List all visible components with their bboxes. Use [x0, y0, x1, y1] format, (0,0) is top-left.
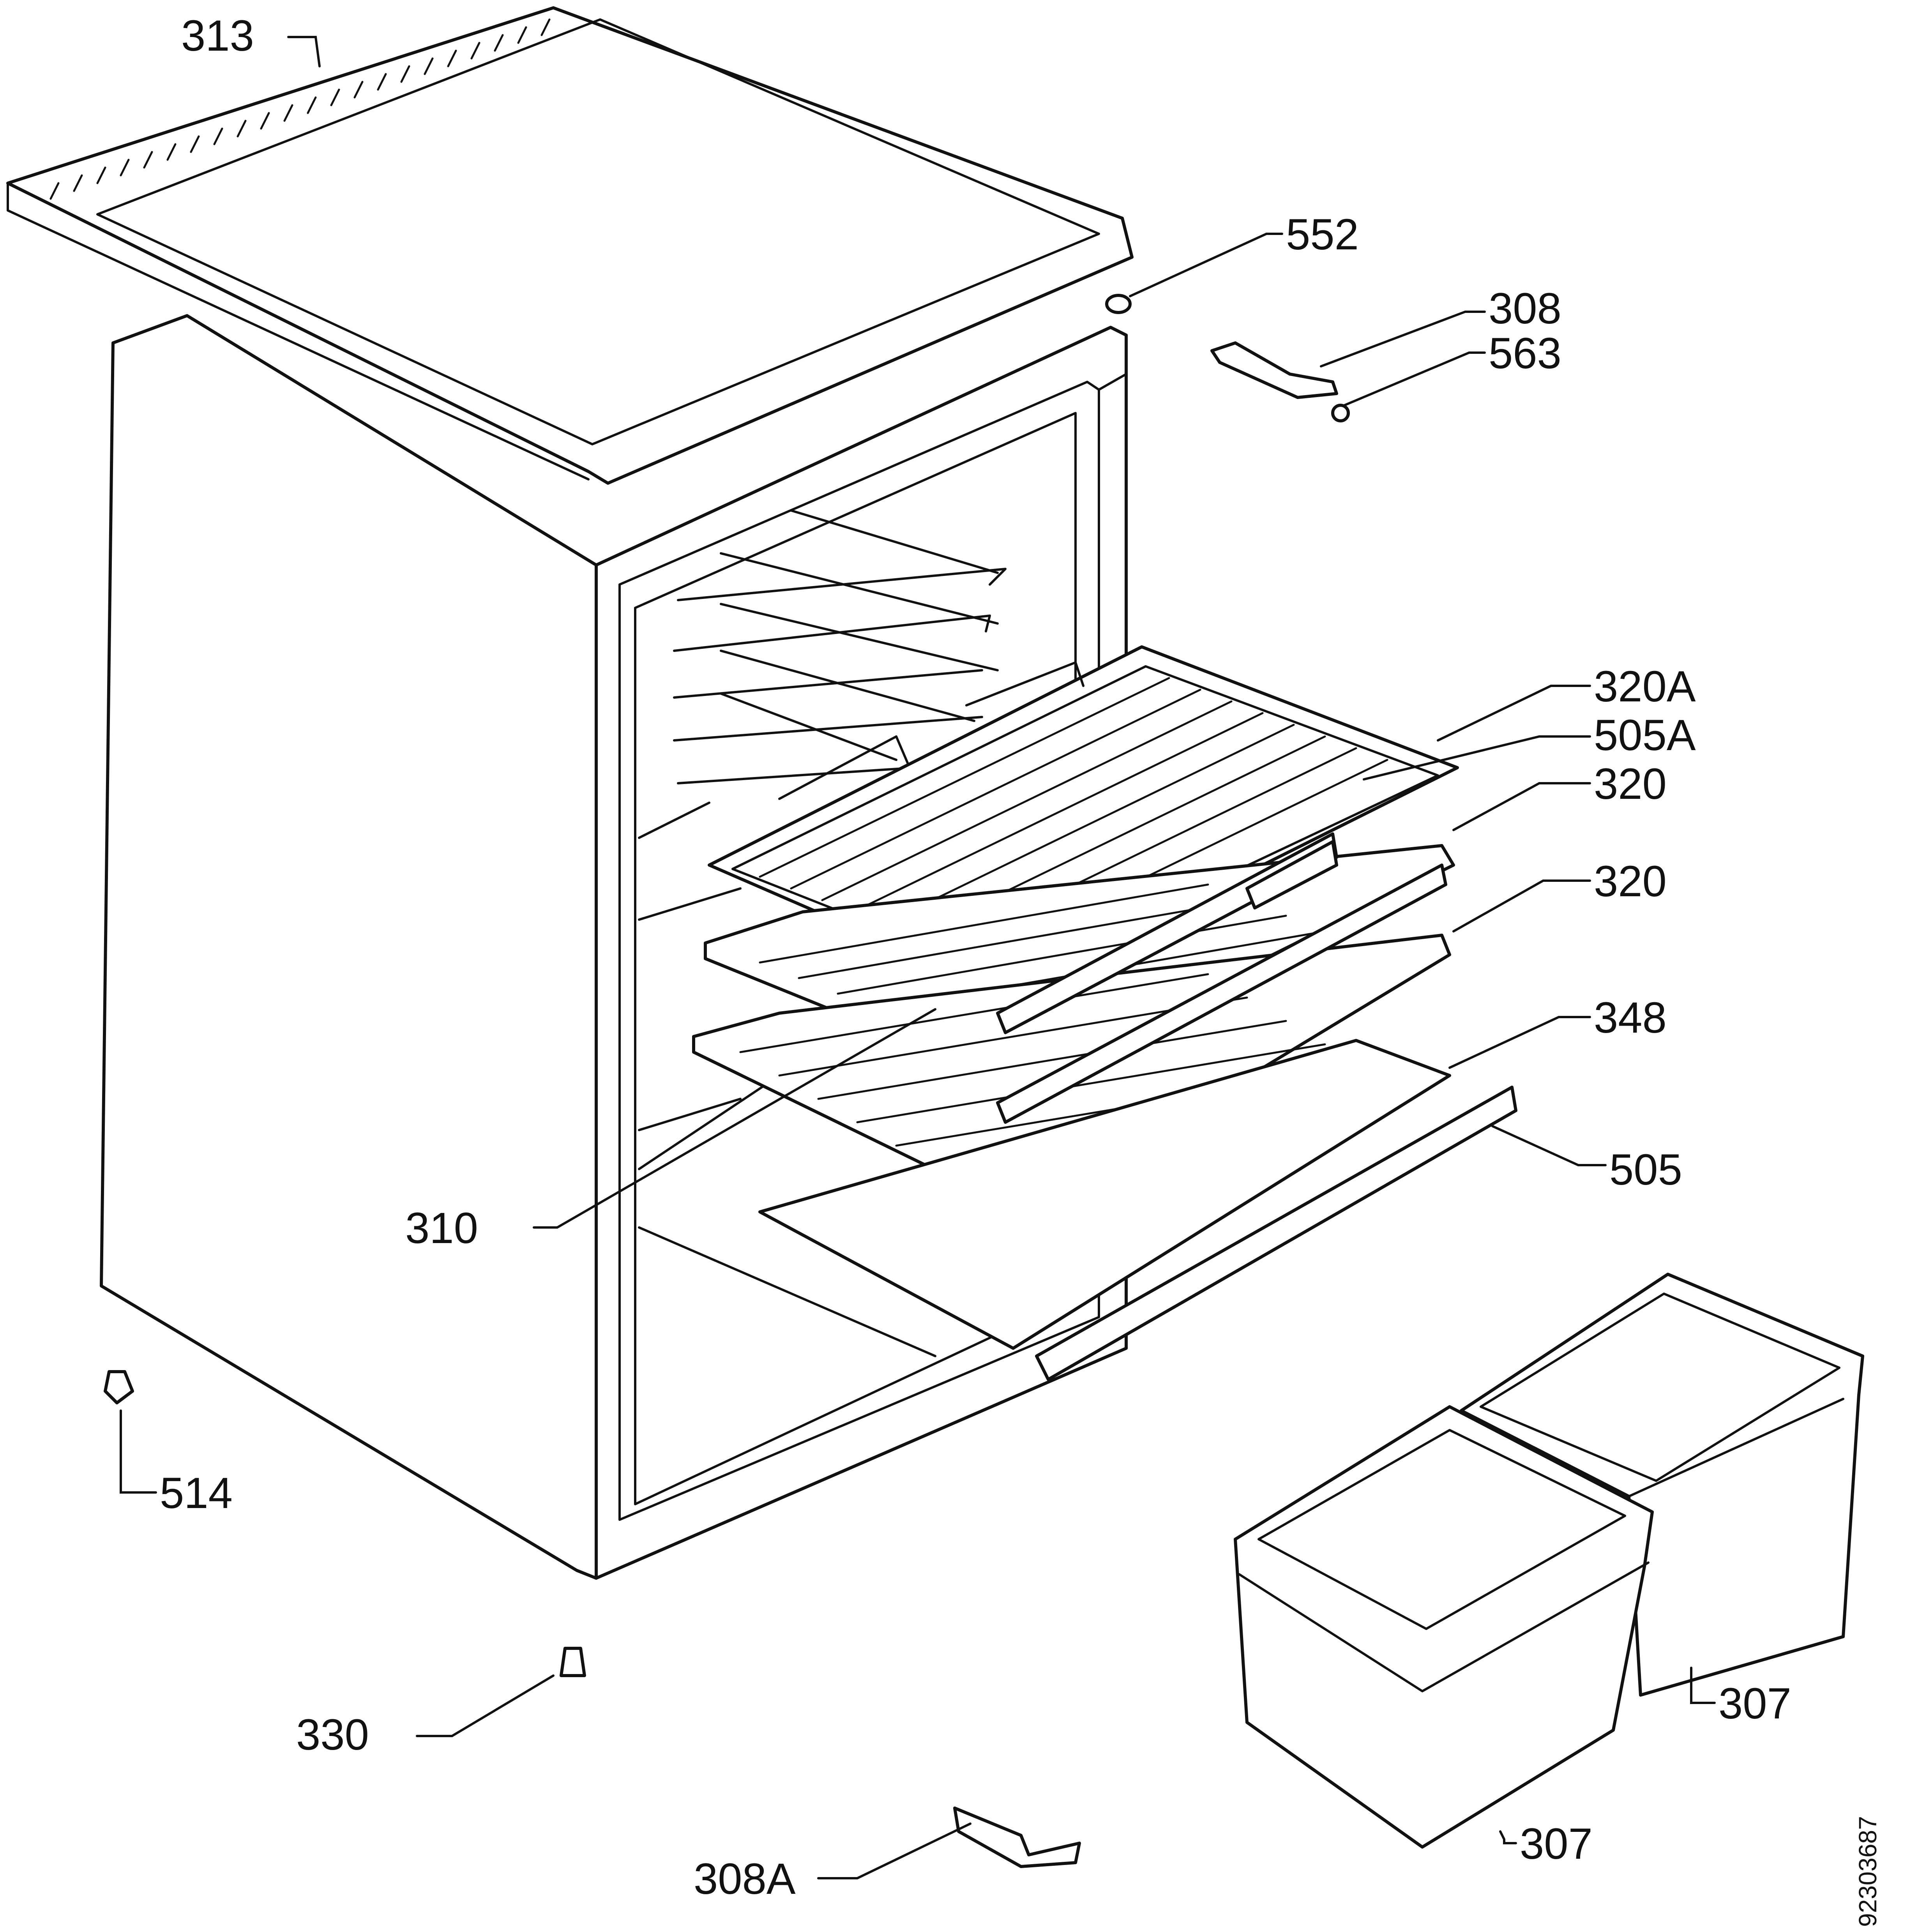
hinge-cap: [1105, 294, 1132, 314]
label-313: 313: [181, 11, 254, 60]
shelf-wires: [759, 677, 1388, 960]
shelf-trim-bars: [996, 832, 1447, 1124]
label-307-left: 307: [1520, 1819, 1593, 1868]
upper-hinge: [1210, 341, 1350, 422]
crisper-cover-glass: [758, 1039, 1451, 1350]
crisper-drawer-left: [1234, 1405, 1654, 1849]
label-552: 552: [1286, 210, 1359, 259]
label-563: 563: [1489, 329, 1561, 378]
shelf-rails: [720, 509, 999, 761]
top-cover: [6, 6, 1134, 485]
label-307-right: 307: [1718, 1679, 1791, 1728]
part-labels: 313 552 308 563 320A 505A 320 320 348 50…: [160, 11, 1882, 1927]
label-320-upper: 320: [1594, 759, 1667, 808]
crisper-drawer-right: [1460, 1273, 1864, 1697]
label-514: 514: [160, 1469, 233, 1517]
document-code: 92303687: [1854, 1816, 1882, 1927]
label-320-lower: 320: [1594, 857, 1667, 906]
crisper-cover-trim: [1035, 1086, 1517, 1381]
label-505A: 505A: [1594, 711, 1696, 759]
label-320A: 320A: [1594, 662, 1696, 711]
label-505: 505: [1609, 1145, 1682, 1194]
adjustable-foot: [560, 1647, 586, 1677]
label-330: 330: [296, 1710, 369, 1759]
label-308: 308: [1489, 284, 1561, 333]
vent-slots: [49, 18, 551, 200]
lower-hinge: [953, 1807, 1081, 1868]
leader-lines: [120, 36, 1716, 1879]
label-310: 310: [405, 1204, 478, 1252]
label-308A: 308A: [694, 1854, 796, 1903]
label-348: 348: [1594, 993, 1667, 1042]
leveling-foot: [104, 1370, 134, 1404]
